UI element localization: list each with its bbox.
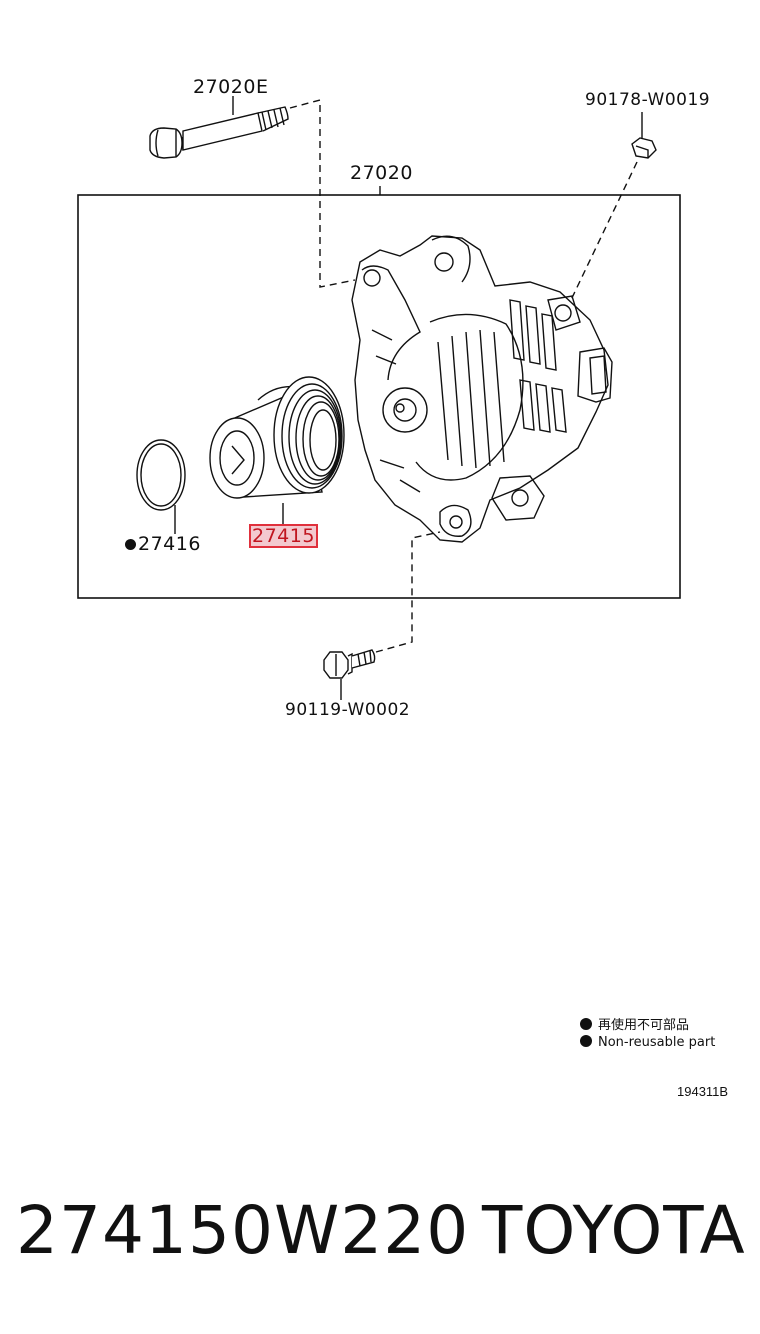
label-27416: 27416 [125,533,201,555]
legend-non-reusable-en: Non-reusable part [580,1035,715,1050]
bolt-27020e-icon [149,106,289,159]
label-90178-w0019: 90178-W0019 [585,90,711,110]
label-90119-w0002: 90119-W0002 [285,700,411,720]
bolt-90119-icon [323,649,376,679]
alternator-27020-icon [351,235,613,543]
nut-90178-icon [631,137,657,159]
pulley-27415-icon [209,376,345,499]
footer-part-number: 274150W220 [16,1192,470,1269]
label-27020e: 27020E [193,76,269,98]
diagram-code: 194311B [677,1084,729,1099]
assembly-frame [77,194,681,599]
non-reusable-dot-icon [125,539,136,550]
o-ring-27416-icon [136,439,186,511]
footer-brand: TOYOTA [482,1192,746,1269]
legend-dot-icon [580,1018,592,1030]
legend-dot-icon [580,1035,592,1047]
label-27415-highlighted[interactable]: 27415 [249,524,318,548]
legend-non-reusable-jp: 再使用不可部品 [580,1014,689,1033]
label-27020: 27020 [350,162,413,184]
